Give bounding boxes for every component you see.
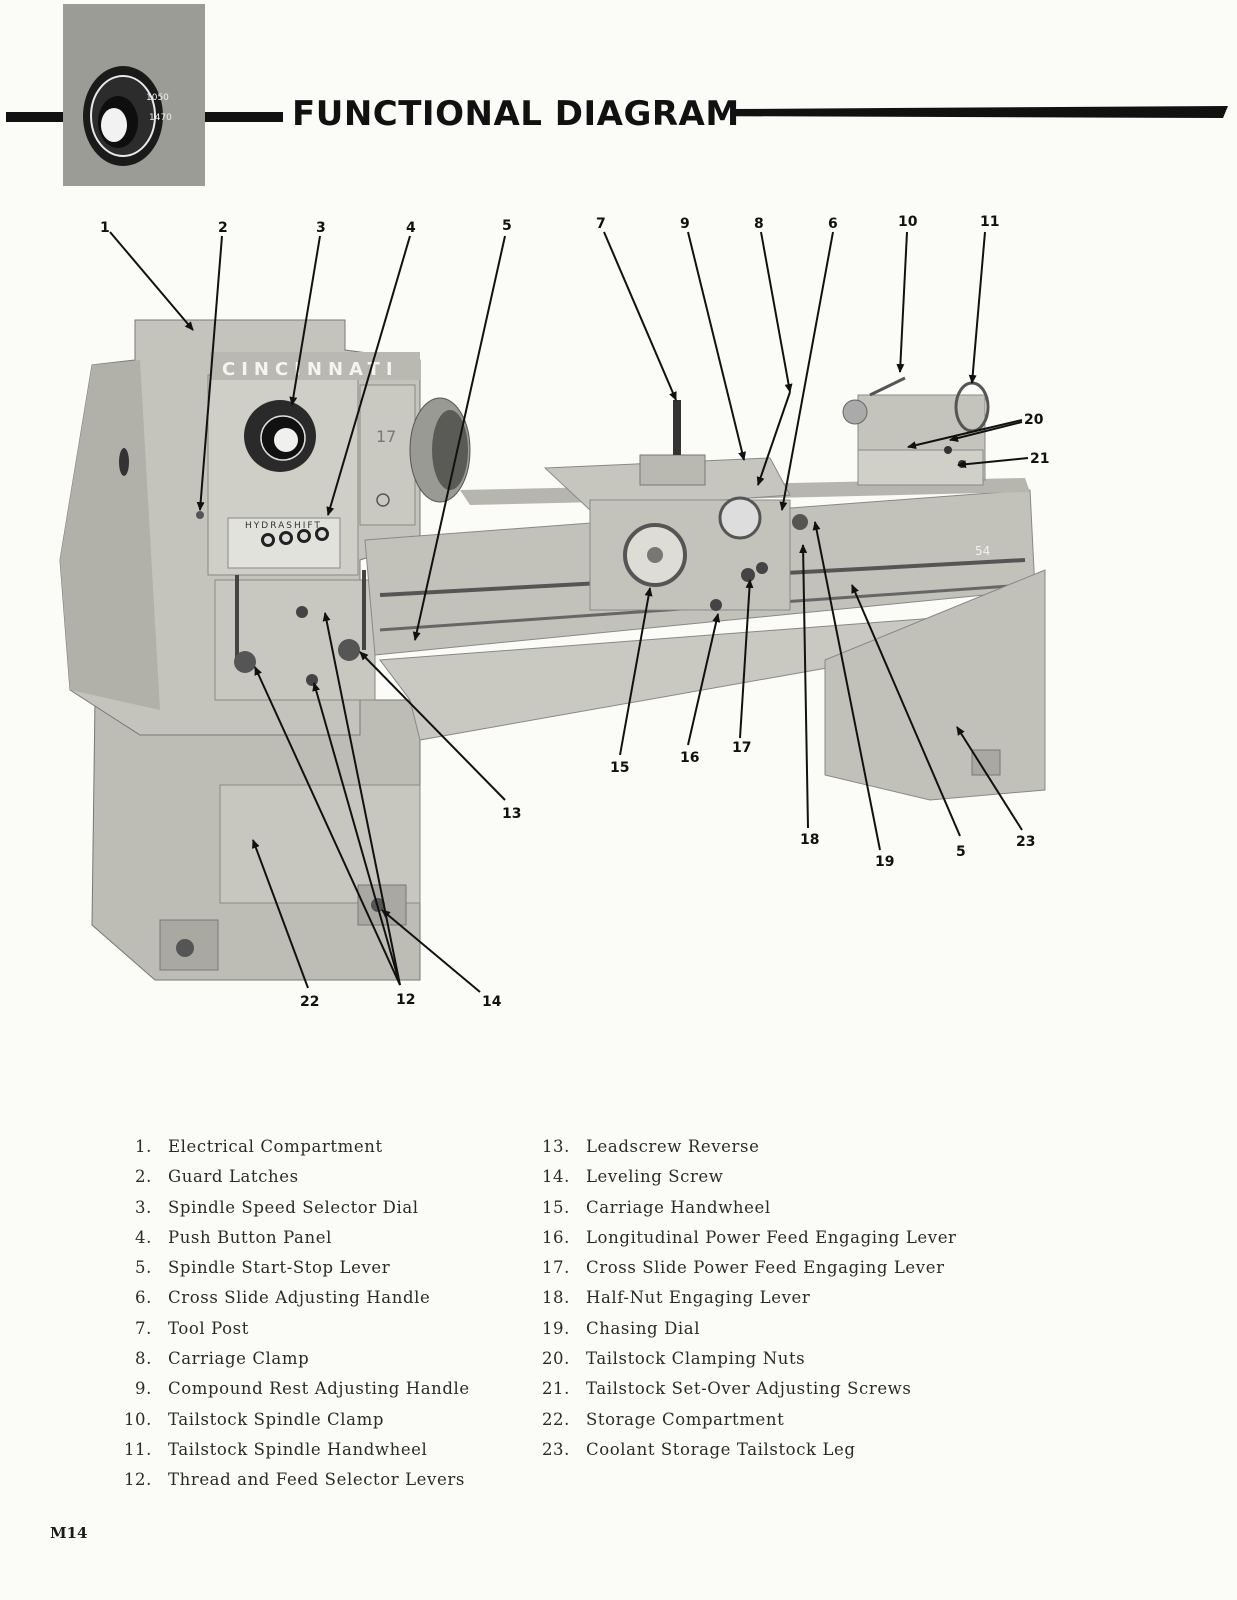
page-title: FUNCTIONAL DIAGRAM — [292, 94, 740, 134]
callout-numbers: 1 2 3 4 5 7 9 8 6 10 11 20 21 15 16 17 1… — [100, 214, 1049, 1010]
legend-item: 14.Leveling Screw — [541, 1167, 724, 1187]
carriage — [543, 400, 808, 611]
headstock: CINCINNATI 17 HYDRASHIFT — [59, 319, 421, 736]
callout-4: 4 — [406, 220, 416, 236]
lathe-diagram: CINCINNATI 17 HYDRASHIFT — [0, 200, 1237, 1060]
callout-9: 9 — [680, 216, 690, 232]
legend-item: 20.Tailstock Clamping Nuts — [541, 1349, 806, 1369]
callout-leaders — [109, 231, 1029, 993]
legend-item: 5.Spindle Start-Stop Lever — [135, 1258, 391, 1278]
callout-5: 5 — [502, 218, 512, 234]
speed-dial-icon: 1050 1470 — [63, 4, 205, 186]
legend-item: 22.Storage Compartment — [541, 1409, 785, 1429]
legend-item: 23.Coolant Storage Tailstock Leg — [541, 1439, 856, 1459]
legend-item: 16.Longitudinal Power Feed Engaging Leve… — [541, 1227, 957, 1247]
callout-7: 7 — [596, 216, 606, 232]
tool-post — [673, 400, 681, 455]
header-rule-left — [6, 112, 63, 122]
callout-10: 10 — [898, 214, 918, 230]
callout-18: 18 — [800, 832, 819, 848]
legend-item: 15.Carriage Handwheel — [541, 1197, 771, 1217]
callout-8: 8 — [754, 216, 764, 232]
callout-2: 2 — [218, 220, 228, 236]
callout-12: 12 — [396, 992, 415, 1008]
header-dial-photo: 1050 1470 — [63, 4, 205, 186]
callout-11: 11 — [980, 214, 999, 230]
header-rule-middle — [205, 112, 283, 122]
callout-1: 1 — [100, 220, 110, 236]
legend-item: 9.Compound Rest Adjusting Handle — [135, 1379, 470, 1399]
callout-6: 6 — [828, 216, 838, 232]
legend-item: 18.Half-Nut Engaging Lever — [541, 1288, 811, 1308]
callout-23: 23 — [1016, 834, 1035, 850]
tailstock — [842, 376, 990, 486]
legend-item: 21.Tailstock Set-Over Adjusting Screws — [541, 1379, 912, 1399]
legend-item: 17.Cross Slide Power Feed Engaging Lever — [541, 1258, 945, 1278]
callout-16: 16 — [680, 750, 699, 766]
chuck — [409, 397, 471, 503]
legend-item: 3.Spindle Speed Selector Dial — [135, 1197, 419, 1217]
callout-19: 19 — [875, 854, 894, 870]
headstock-plate-number: 17 — [376, 427, 396, 446]
panel-label: HYDRASHIFT — [245, 521, 322, 531]
callout-13: 13 — [502, 806, 521, 822]
callout-5b: 5 — [956, 844, 966, 860]
dial-label-1050: 1050 — [146, 93, 169, 103]
callout-21: 21 — [1030, 451, 1049, 467]
legend-item: 12.Thread and Feed Selector Levers — [123, 1470, 465, 1490]
legend-item: 1.Electrical Compartment — [135, 1137, 383, 1156]
lathe-illustration: CINCINNATI 17 HYDRASHIFT — [59, 214, 1049, 1010]
legend-item: 2.Guard Latches — [135, 1167, 299, 1187]
brand-plate: CINCINNATI — [222, 359, 399, 380]
legend-item: 13.Leadscrew Reverse — [541, 1137, 760, 1156]
legend-item: 6.Cross Slide Adjusting Handle — [135, 1288, 431, 1308]
callout-14: 14 — [482, 994, 502, 1010]
callout-15: 15 — [610, 760, 629, 776]
page-number: M14 — [50, 1524, 88, 1542]
dial-label-1470: 1470 — [149, 113, 172, 123]
legend-item: 11.Tailstock Spindle Handwheel — [123, 1439, 428, 1459]
callout-17: 17 — [732, 740, 751, 756]
callout-20: 20 — [1024, 412, 1044, 428]
legend-item: 19.Chasing Dial — [541, 1318, 701, 1338]
legend-column-left: 1.Electrical Compartment 2.Guard Latches… — [118, 1132, 470, 1496]
callout-22: 22 — [300, 994, 319, 1010]
legend-item: 8.Carriage Clamp — [135, 1349, 310, 1369]
legend-item: 10.Tailstock Spindle Clamp — [123, 1409, 384, 1429]
legend-item: 4.Push Button Panel — [135, 1227, 332, 1247]
header-rule-right — [732, 106, 1228, 118]
bed-number: 54 — [975, 544, 990, 558]
legend-item: 7.Tool Post — [135, 1318, 249, 1338]
callout-3: 3 — [316, 220, 326, 236]
legend-column-right: 13.Leadscrew Reverse 14.Leveling Screw 1… — [536, 1132, 957, 1465]
